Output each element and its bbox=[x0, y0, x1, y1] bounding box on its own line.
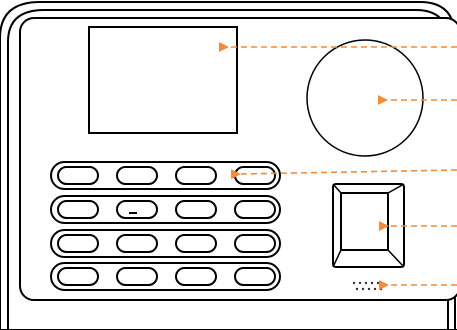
keypad-key[interactable] bbox=[234, 234, 276, 253]
speaker-hole bbox=[364, 281, 368, 285]
callout-arrow-keypad bbox=[230, 169, 457, 180]
keypad-row-bezel bbox=[50, 262, 281, 291]
keypad-key[interactable] bbox=[57, 267, 99, 286]
keypad-key[interactable] bbox=[57, 234, 99, 253]
fingerprint-bevel bbox=[332, 183, 342, 194]
keypad-key[interactable] bbox=[175, 267, 217, 286]
keypad-key[interactable] bbox=[175, 234, 217, 253]
speaker-hole bbox=[373, 287, 377, 291]
keypad-key[interactable] bbox=[116, 166, 158, 185]
speaker-hole bbox=[358, 281, 362, 285]
keypad-key[interactable] bbox=[57, 200, 99, 219]
keypad-row-bezel bbox=[50, 195, 281, 224]
fingerprint-bevel bbox=[332, 249, 342, 268]
speaker-hole bbox=[370, 281, 374, 285]
fingerprint-bevel bbox=[387, 249, 405, 268]
speaker-hole bbox=[376, 281, 380, 285]
speaker-hole bbox=[379, 287, 383, 291]
keypad-key[interactable] bbox=[116, 267, 158, 286]
keypad-key[interactable] bbox=[116, 200, 158, 219]
fingerprint-bevel bbox=[387, 183, 405, 194]
speaker-hole bbox=[367, 287, 371, 291]
keypad-key[interactable] bbox=[234, 166, 276, 185]
speaker-hole bbox=[352, 281, 356, 285]
speaker-hole bbox=[361, 287, 365, 291]
device-inner-frame bbox=[7, 9, 449, 330]
fingerprint-sensor-window bbox=[340, 192, 389, 251]
keypad-key[interactable] bbox=[116, 234, 158, 253]
speaker-hole bbox=[355, 287, 359, 291]
keypad-key[interactable] bbox=[234, 200, 276, 219]
keypad bbox=[50, 161, 281, 291]
lcd-screen bbox=[88, 26, 238, 134]
keypad-row-bezel bbox=[50, 229, 281, 258]
keypad-key[interactable] bbox=[175, 166, 217, 185]
keypad-key[interactable] bbox=[57, 166, 99, 185]
keypad-key[interactable] bbox=[234, 267, 276, 286]
keypad-key[interactable] bbox=[175, 200, 217, 219]
round-sensor-window bbox=[306, 39, 424, 157]
keypad-row-bezel bbox=[50, 161, 281, 190]
callout-arrows bbox=[219, 42, 457, 290]
